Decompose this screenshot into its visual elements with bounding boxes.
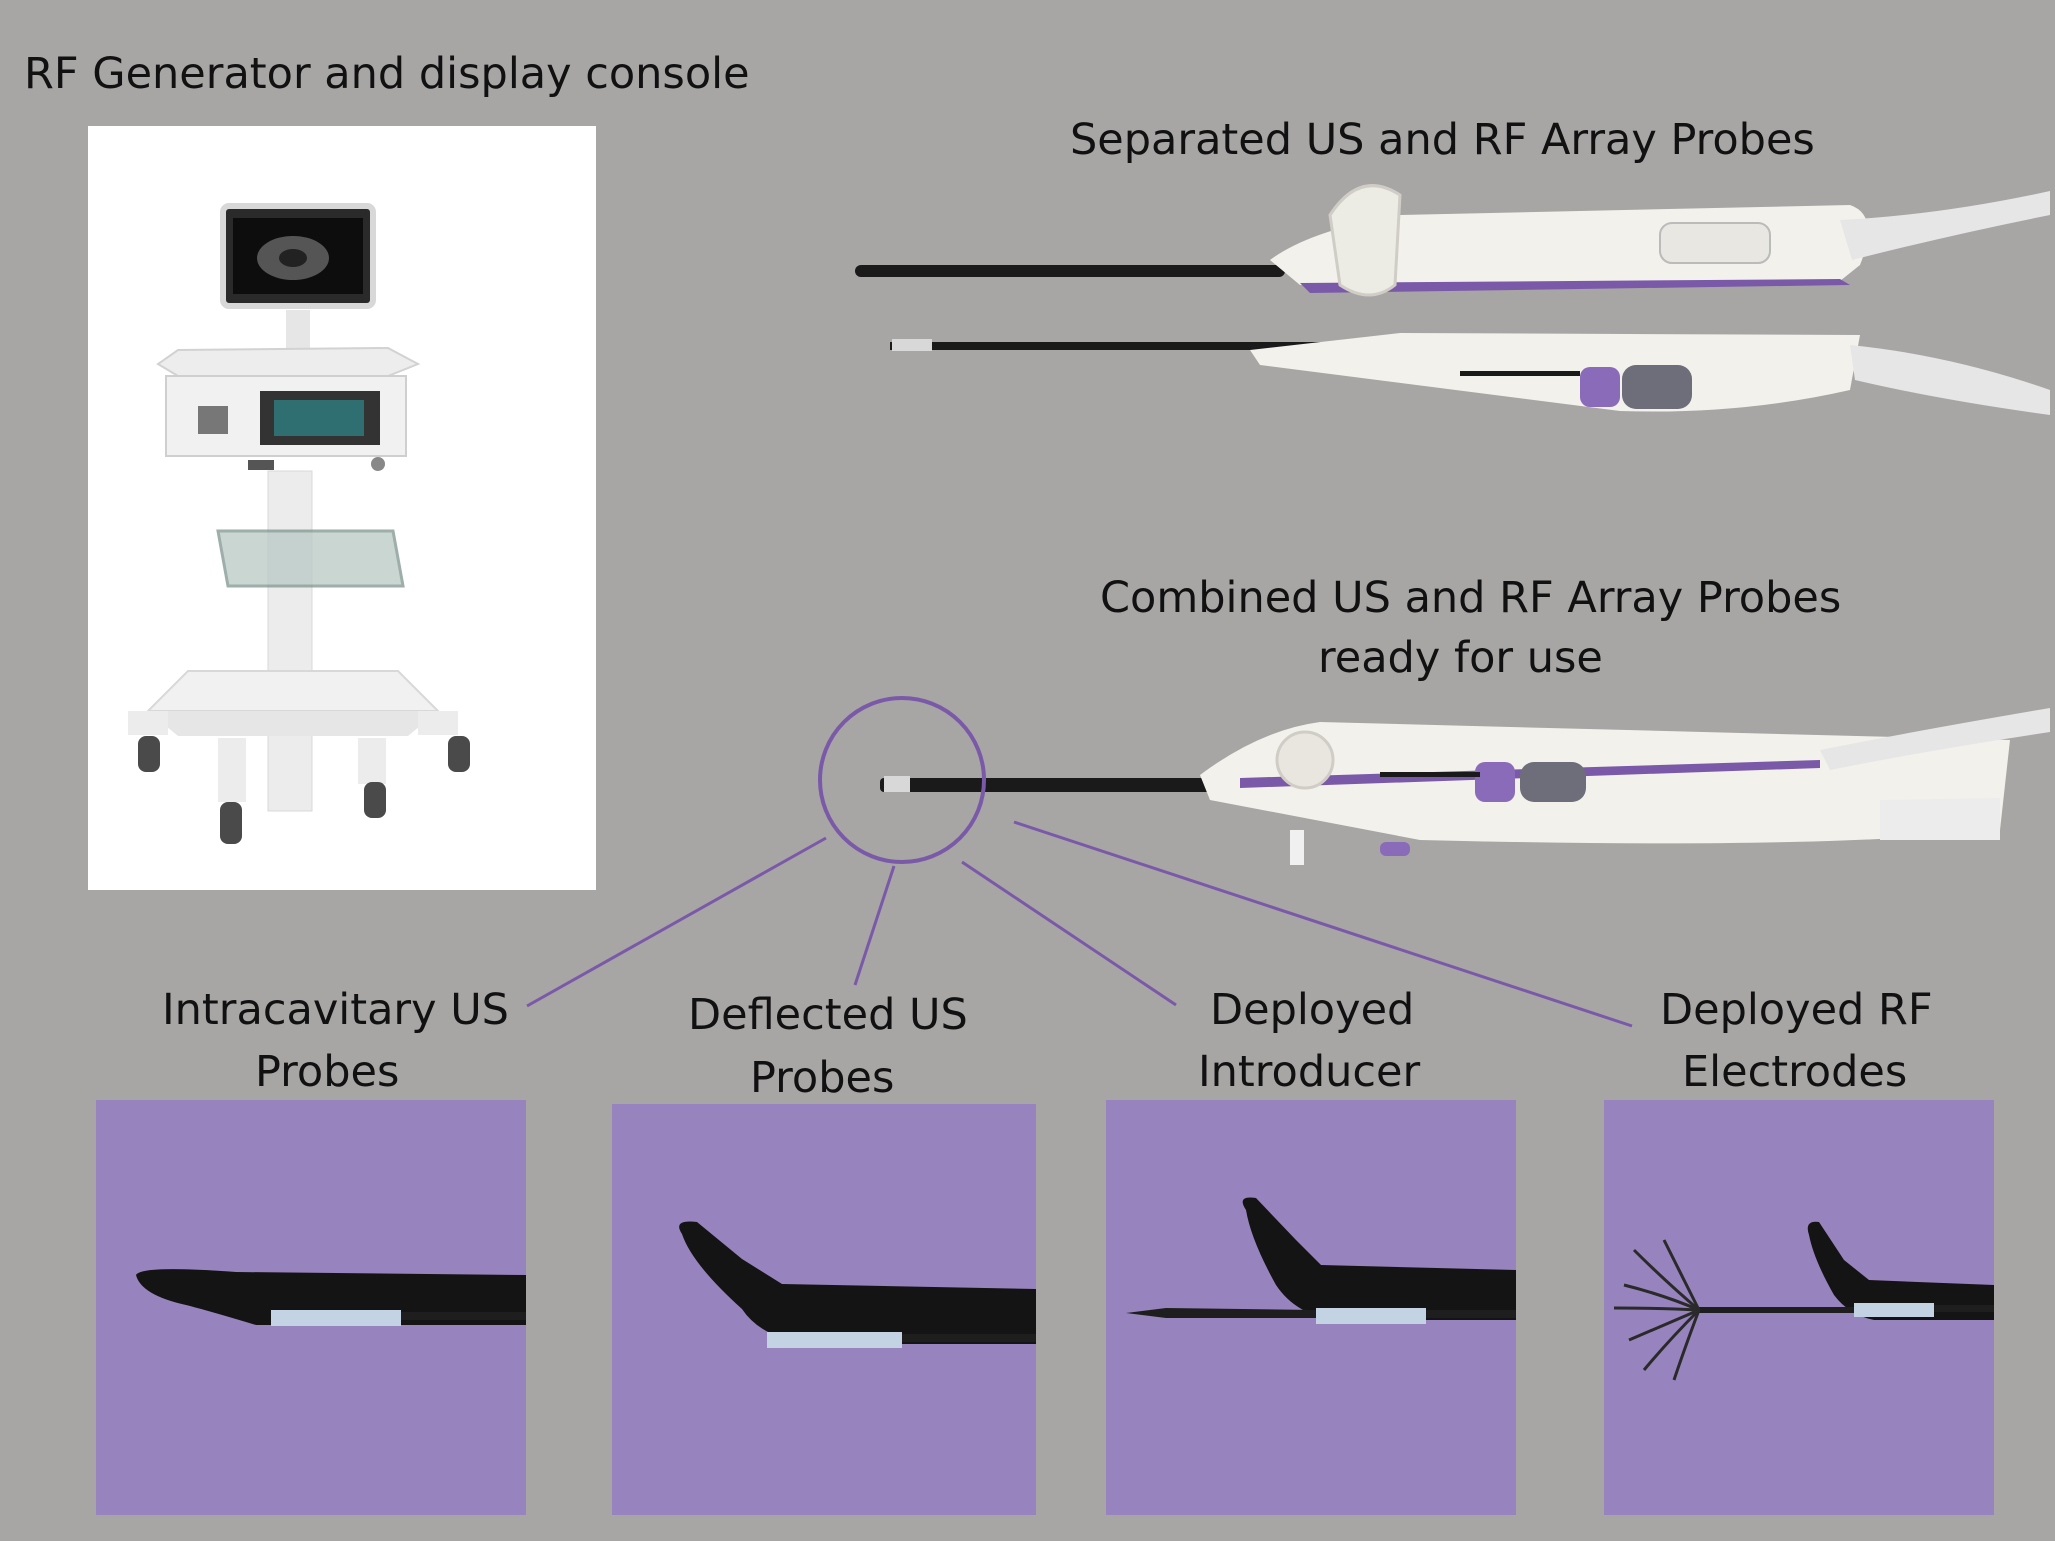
rf-generator-cart-illustration xyxy=(128,203,470,844)
rf-probe-shaft xyxy=(890,342,1430,350)
photo-deployed-rf-electrodes xyxy=(1604,1100,1994,1515)
console-photo xyxy=(88,126,596,890)
console-title: RF Generator and display console xyxy=(24,49,750,99)
combined-probe-shaft xyxy=(880,778,1250,792)
electrodes-label-line2: Electrodes xyxy=(1682,1047,1908,1097)
separated-probes-illustration xyxy=(855,184,2050,415)
us-probe-shaft xyxy=(855,265,1285,277)
photo-deflected-us-probes xyxy=(612,1104,1036,1515)
intracavitary-label-line1: Intracavitary US xyxy=(162,985,509,1035)
combined-probes-title-line2: ready for use xyxy=(1318,633,1603,683)
rf-electrode-tines xyxy=(1613,1239,1701,1381)
combined-probes-illustration xyxy=(880,708,2050,865)
combined-probes-title-line1: Combined US and RF Array Probes xyxy=(1100,573,1842,623)
callout-line-introducer xyxy=(961,860,1177,1007)
callout-line-electrodes xyxy=(1013,820,1633,1028)
us-probe-ring xyxy=(1328,184,1402,297)
intracavitary-label-line2: Probes xyxy=(255,1047,400,1097)
deflected-label-line2: Probes xyxy=(750,1053,895,1103)
callout-line-intracavitary xyxy=(526,836,827,1008)
introducer-label-line2: Introducer xyxy=(1198,1047,1421,1097)
introducer-label-line1: Deployed xyxy=(1210,985,1415,1035)
zoom-circle xyxy=(818,696,986,864)
electrodes-label-line1: Deployed RF xyxy=(1660,985,1933,1035)
photo-deployed-introducer xyxy=(1106,1100,1516,1515)
callout-line-deflected xyxy=(853,865,896,986)
separated-probes-title: Separated US and RF Array Probes xyxy=(1070,115,1815,165)
photo-intracavitary-us-probes xyxy=(96,1100,526,1515)
deflected-label-line1: Deflected US xyxy=(688,990,968,1040)
